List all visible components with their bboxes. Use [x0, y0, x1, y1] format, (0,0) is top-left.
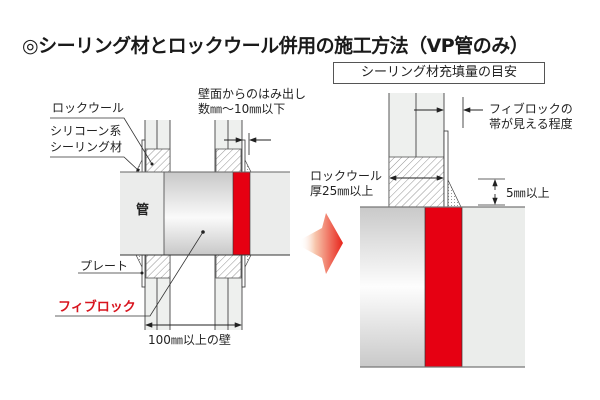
- label-protrusion-line2: 数㎜〜10㎜以下: [198, 102, 286, 116]
- right-diagram: [360, 93, 525, 368]
- label-sealant-line2: シーリング材: [50, 140, 123, 154]
- plate: [443, 130, 449, 208]
- rockwool-block: [215, 254, 242, 279]
- left-diagram: [50, 117, 290, 330]
- label-rockwool-thickness-line1: ロックウール: [310, 169, 383, 183]
- label-sealant-line1: シリコーン系: [50, 124, 122, 138]
- plate: [241, 254, 246, 288]
- diagram-title: ◎シーリング材とロックウール併用の施工方法（VP管のみ）: [22, 35, 529, 57]
- label-rockwool: ロックウール: [52, 101, 125, 115]
- fiblock-band: [424, 206, 463, 368]
- leader-sealant: [50, 156, 139, 171]
- transition-arrow: [300, 213, 343, 274]
- plate: [241, 139, 246, 173]
- sealant: [244, 159, 252, 173]
- label-plate: プレート: [80, 259, 129, 273]
- leader-fiblock: [55, 231, 204, 317]
- label-wall-width: 100㎜以上の壁: [148, 333, 231, 347]
- plate: [141, 139, 146, 173]
- pipe-closeup: [360, 206, 525, 368]
- sealant: [447, 179, 462, 208]
- pipe: [120, 171, 290, 256]
- sealant: [244, 254, 252, 268]
- label-fiblock-band-line2: 帯が見える程度: [489, 117, 573, 131]
- label-protrusion-line1: 壁面からのはみ出し: [198, 87, 307, 101]
- fiblock-band: [232, 171, 251, 256]
- label-fiblock: フィブロック: [58, 300, 136, 315]
- plate: [141, 254, 146, 288]
- label-pipe: 管: [136, 203, 150, 218]
- rockwool-block: [145, 254, 171, 279]
- label-fiblock-band-line1: フィブロックの: [489, 102, 573, 116]
- rockwool-block: [215, 148, 242, 173]
- label-rockwool-thickness-line2: 厚25㎜以上: [310, 184, 374, 198]
- sealant: [135, 254, 143, 268]
- leader-rockwool: [50, 117, 153, 165]
- rockwool-block: [388, 156, 445, 208]
- sealant-guideline-box: シーリング材充填量の目安: [333, 62, 545, 84]
- label-sealant-height: 5㎜以上: [506, 186, 550, 200]
